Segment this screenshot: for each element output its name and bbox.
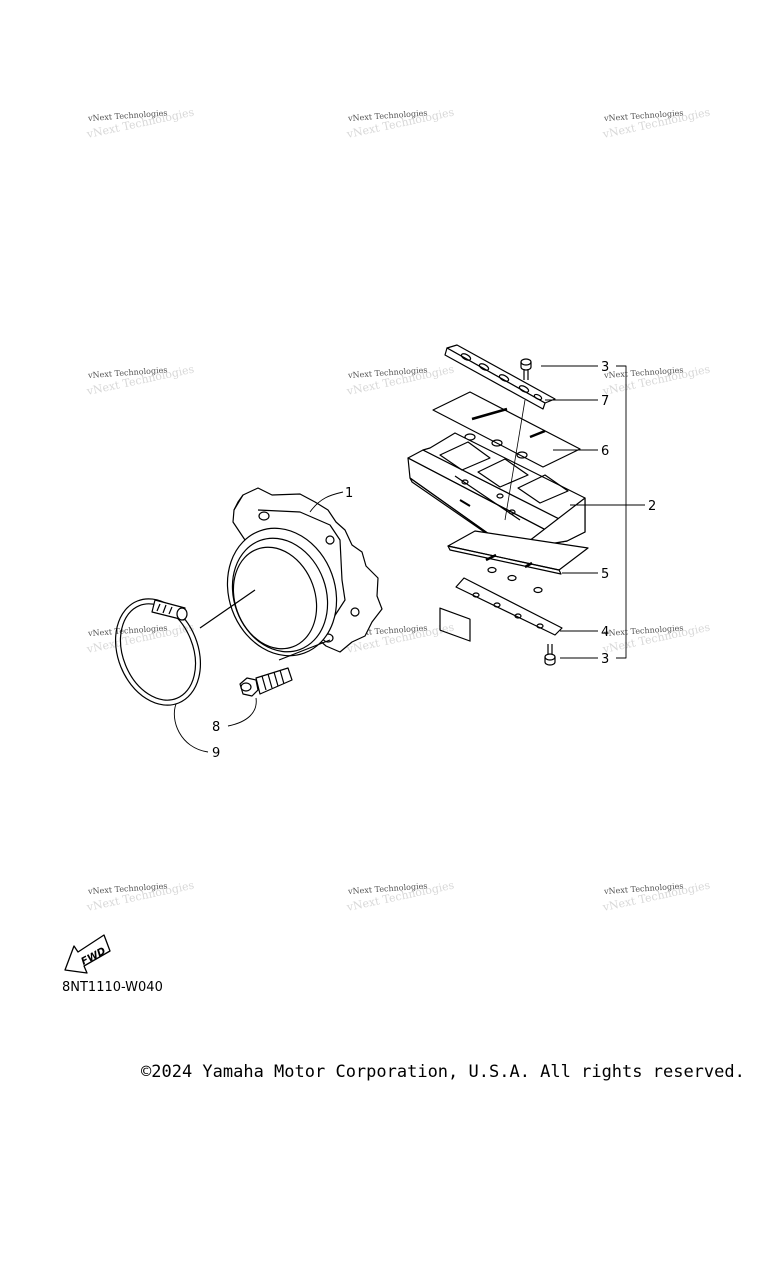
stopper-part-4 [455,577,563,636]
callout-8: 8 [212,720,220,735]
gasket-part-7 [444,344,556,410]
callout-2: 2 [648,499,656,514]
callout-5: 5 [601,567,609,582]
bolt-part-8 [239,639,331,697]
callout-7: 7 [601,394,609,409]
screw-part-3-upper [520,358,532,380]
reed-plate-part-5 [447,530,589,594]
copyright-notice: ©2024 Yamaha Motor Corporation, U.S.A. A… [141,1062,745,1082]
clamp-part-9 [114,598,202,706]
callout-6: 6 [601,444,609,459]
callout-9: 9 [212,746,220,761]
callout-4: 4 [601,625,609,640]
callout-3-lower: 3 [601,652,609,667]
fwd-arrow-icon: FWD [64,934,111,974]
manifold-part-1 [199,487,383,657]
reed-plate-part-6 [432,391,581,468]
diagram-code: 8NT1110-W040 [62,980,163,995]
callout-3-upper: 3 [601,360,609,375]
leader-lines [173,365,645,753]
screw-part-3-lower [544,644,556,666]
reed-housing-part-2 [407,399,586,642]
callout-1: 1 [345,486,353,501]
